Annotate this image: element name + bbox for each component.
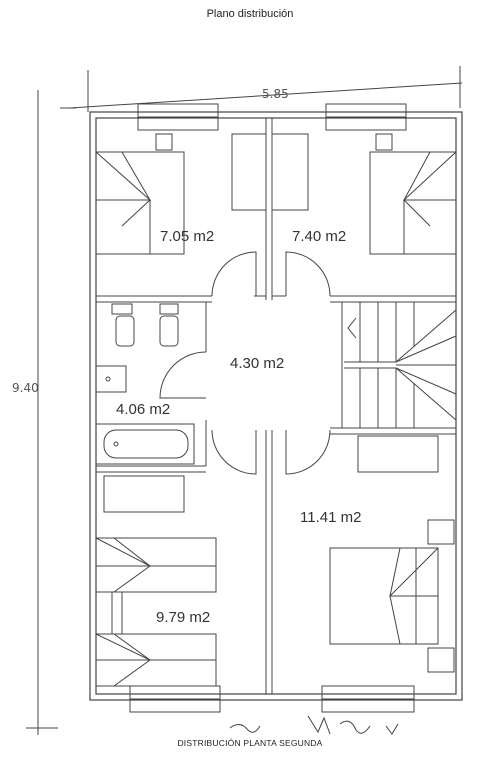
stairs	[341, 301, 457, 429]
wardrobe-top-left	[231, 133, 267, 211]
area-hall: 4.30 m2	[230, 355, 284, 372]
door-swings	[159, 251, 331, 475]
window-bottom-left	[129, 685, 221, 713]
area-bedroom-top-right: 7.40 m2	[292, 228, 346, 245]
width-dimension: 5.85	[262, 87, 289, 101]
nightstand-bottom-left	[111, 591, 123, 635]
bed-top-left	[95, 151, 185, 255]
nightstand-bottom-right-2	[427, 647, 455, 673]
wardrobe-top-right	[271, 133, 309, 211]
window-top-left	[137, 103, 219, 131]
nightstand-top-left	[155, 133, 173, 151]
nightstand-top-right	[375, 133, 393, 151]
height-dimension: 9.40	[12, 381, 39, 395]
window-bottom-right	[321, 685, 415, 713]
height-dimension-line	[26, 90, 76, 735]
area-bedroom-top-left: 7.05 m2	[160, 228, 214, 245]
width-dimension-line	[69, 66, 463, 112]
bed-bottom-left-upper	[95, 537, 217, 593]
area-bedroom-bottom-left: 9.79 m2	[156, 609, 210, 626]
plan-title: Plano distribución	[206, 8, 294, 20]
signature-scribble	[229, 715, 399, 735]
bed-bottom-left-lower	[95, 633, 217, 687]
bed-top-right	[369, 151, 457, 255]
area-bathroom: 4.06 m2	[116, 401, 170, 418]
bathtub	[95, 423, 195, 465]
area-bedroom-bottom-right: 11.41 m2	[300, 509, 361, 526]
plan-footer-caption: DISTRIBUCIÓN PLANTA SEGUNDA	[177, 738, 323, 748]
bed-bottom-right	[329, 547, 439, 645]
bidet	[159, 303, 179, 347]
nightstand-bottom-right	[427, 519, 455, 545]
wardrobe-bottom-left	[103, 475, 185, 513]
wardrobe-bottom-right	[357, 435, 439, 473]
sink	[95, 365, 127, 393]
window-top-right	[325, 103, 407, 131]
toilet	[111, 303, 135, 347]
